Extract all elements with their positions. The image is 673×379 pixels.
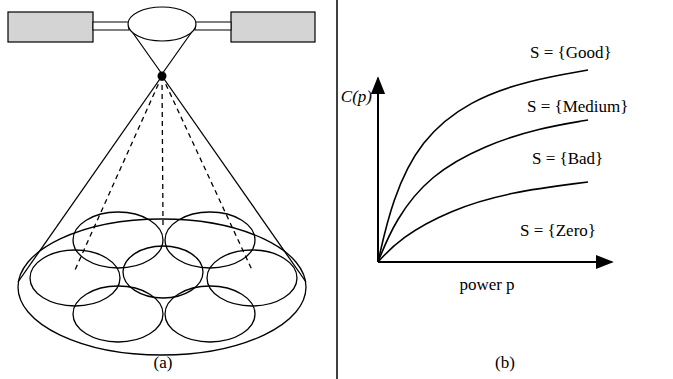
axis-label: C(p)	[341, 88, 372, 107]
curve-label: S = {Bad}	[532, 150, 603, 169]
panel-label: (a)	[154, 354, 173, 373]
curve-label: S = {Medium}	[527, 98, 628, 117]
curve-label: S = {Good}	[530, 44, 612, 63]
panel-divider	[336, 0, 338, 379]
capacity-curve	[378, 120, 588, 262]
coverage-area	[18, 76, 306, 355]
axis-label: power p	[459, 276, 514, 295]
panel-label: (b)	[495, 354, 515, 373]
curve-label: S = {Zero}	[520, 222, 596, 241]
satellite	[8, 7, 315, 81]
